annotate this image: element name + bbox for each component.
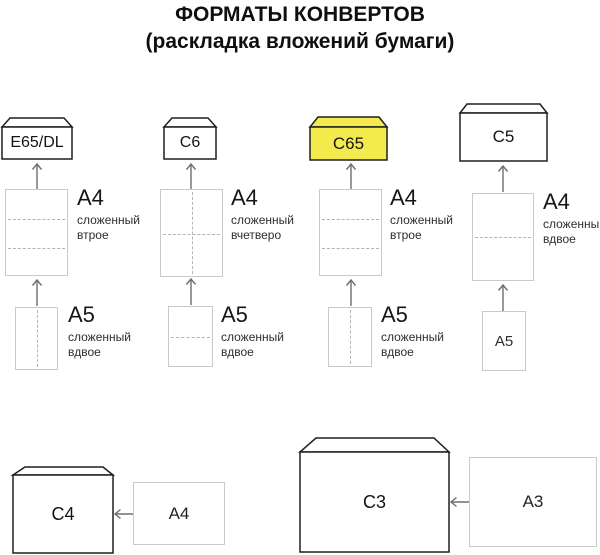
fold-text-line2: вдвое: [543, 231, 576, 246]
envelope-c65-body: [309, 126, 388, 161]
sheet-a4-unfolded: A4: [133, 482, 225, 545]
envelope-c6-label: C6: [179, 134, 201, 151]
arrow-up-icon: [30, 277, 44, 306]
page-title: ФОРМАТЫ КОНВЕРТОВ (раскладка вложений бу…: [0, 1, 600, 55]
arrow-left-icon: [112, 507, 134, 521]
arrow-up-icon: [184, 161, 198, 189]
envelope-c65-flap: [308, 116, 389, 128]
sheet-a4-folded-in-three-2: [319, 189, 382, 276]
sheet-a5-folded-in-two-2: [168, 306, 213, 367]
fold-text-line1: сложенный: [77, 213, 140, 227]
label-a4-col2: A4 сложенный вчетверо: [231, 186, 294, 242]
envelope-c4: C4: [10, 466, 116, 554]
page-title-line1: ФОРМАТЫ КОНВЕРТОВ: [175, 3, 425, 26]
fold-text-line1: сложенный: [231, 213, 294, 227]
fold-line: [475, 237, 531, 238]
envelope-c3: C3: [298, 437, 451, 553]
paper-size-label: A4: [231, 185, 258, 210]
fold-text-line1: сложенный: [68, 330, 131, 344]
sheet-a4-folded-in-two: [472, 193, 534, 281]
label-a5-col2: A5 сложенный вдвое: [221, 303, 284, 359]
envelope-c65-highlighted: C65: [308, 116, 389, 161]
paper-size-label: A5: [68, 302, 95, 327]
arrow-up-icon: [30, 161, 44, 189]
fold-line: [8, 219, 65, 220]
envelope-c4-flap: [10, 466, 116, 476]
label-a4-col3: A4 сложенный втрое: [390, 186, 453, 242]
sheet-a4-label: A4: [168, 503, 190, 523]
paper-size-label: A4: [77, 185, 104, 210]
paper-size-label: A5: [221, 302, 248, 327]
arrow-up-icon: [496, 282, 510, 311]
label-a4-col1: A4 сложенный втрое: [77, 186, 140, 242]
arrow-left-icon: [448, 495, 470, 509]
fold-line: [36, 310, 38, 367]
fold-line: [322, 219, 379, 220]
fold-line: [191, 192, 193, 274]
envelope-e65dl-label: E65/DL: [10, 134, 64, 151]
page-title-line2: (раскладка вложений бумаги): [145, 30, 455, 53]
fold-text-line1: сложенный: [390, 213, 453, 227]
fold-text-line2: вдвое: [68, 344, 101, 359]
envelope-c3-body: [299, 451, 450, 553]
fold-text-line2: вчетверо: [231, 227, 282, 242]
fold-text-line1: сложенный: [221, 330, 284, 344]
envelope-c6: C6: [162, 117, 218, 160]
arrow-up-icon: [496, 163, 510, 192]
fold-text-line2: втрое: [77, 227, 109, 242]
fold-text-line2: втрое: [390, 227, 422, 242]
envelope-c4-body: [12, 474, 114, 554]
arrow-up-icon: [344, 277, 358, 306]
fold-line: [163, 234, 220, 235]
paper-size-label: A5: [381, 302, 408, 327]
sheet-a5-plain: A5: [482, 311, 526, 371]
envelope-c5-flap: [458, 103, 549, 114]
envelope-e65dl-body: [1, 126, 73, 160]
paper-size-label: A4: [543, 189, 570, 214]
envelope-c5-label: C5: [492, 127, 515, 146]
envelope-c65-label: C65: [332, 133, 365, 153]
envelope-e65dl: E65/DL: [0, 117, 74, 160]
envelope-c5-body: [459, 112, 548, 162]
sheet-a5-label: A5: [494, 332, 514, 350]
fold-text-line2: вдвое: [381, 344, 414, 359]
envelope-c3-label: C3: [362, 491, 386, 512]
arrow-up-icon: [344, 161, 358, 189]
sheet-a3-label: A3: [522, 492, 544, 511]
sheet-a4-folded-in-three-1: [5, 189, 68, 276]
fold-line: [322, 248, 379, 249]
sheet-a4-folded-in-four: [160, 189, 223, 277]
sheet-a3-unfolded: A3: [469, 457, 597, 547]
envelope-e65dl-flap: [0, 117, 74, 128]
envelope-c4-label: C4: [51, 503, 75, 524]
label-a5-col3: A5 сложенный вдвое: [381, 303, 444, 359]
sheet-a5-folded-in-two-1: [15, 307, 58, 370]
envelope-c6-flap: [162, 117, 218, 128]
fold-line: [8, 248, 65, 249]
envelope-c3-flap: [298, 437, 451, 453]
fold-line: [171, 337, 210, 338]
envelope-c6-body: [163, 126, 217, 160]
fold-text-line1: сложенный: [381, 330, 444, 344]
label-a5-col1: A5 сложенный вдвое: [68, 303, 131, 359]
sheet-a5-folded-in-two-3: [328, 307, 372, 367]
label-a4-col4: A4 сложенный вдвое: [543, 190, 600, 246]
fold-text-line1: сложенный: [543, 217, 600, 231]
arrow-up-icon: [184, 276, 198, 305]
fold-text-line2: вдвое: [221, 344, 254, 359]
envelope-c5: C5: [458, 103, 549, 162]
paper-size-label: A4: [390, 185, 417, 210]
fold-line: [350, 310, 351, 364]
